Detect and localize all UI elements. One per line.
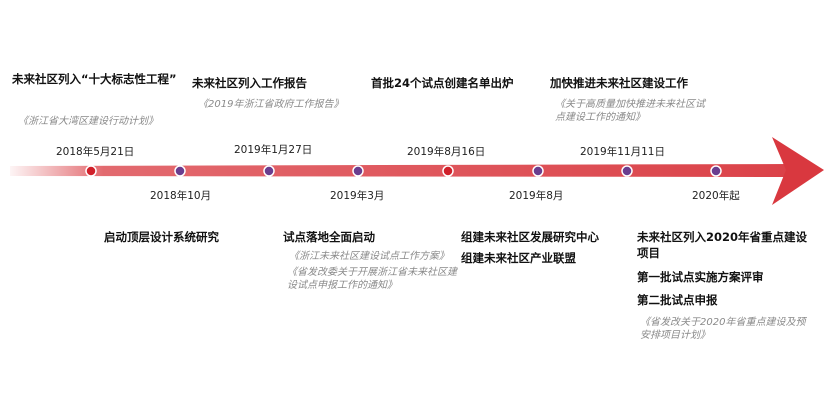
event-2019-08-alliance: 组建未来社区产业联盟 — [461, 251, 576, 265]
timeline-dot-2 — [263, 165, 275, 177]
doc-2019-01-27: 《2019年浙江省政府工作报告》 — [198, 99, 344, 110]
arrow-head — [772, 137, 824, 205]
event-2018-05-21-line1: 未来社区列入“十大标志性工程” — [12, 72, 177, 86]
date-2019-03: 2019年3月 — [330, 190, 385, 202]
doc-2018-05-21: 《浙江省大湾区建设行动计划》 — [18, 116, 158, 127]
timeline-dot-5 — [532, 165, 544, 177]
doc-2019-11-11: 《关于高质量加快推进未来社区试点建设工作的通知》 — [555, 99, 705, 123]
event-2020-second-batch: 第二批试点申报 — [637, 293, 718, 307]
event-2020-key-project: 未来社区列入2020年省重点建设项目 — [637, 230, 808, 260]
arrow-shaft — [10, 164, 790, 177]
date-2019-08: 2019年8月 — [509, 190, 564, 202]
event-2019-01-27: 未来社区列入工作报告 — [192, 76, 307, 90]
doc-2020: 《省发改关于2020年省重点建设及预安排项目计划》 — [640, 317, 806, 341]
date-2018-05-21: 2018年5月21日 — [56, 146, 135, 158]
timeline-dot-6 — [621, 165, 633, 177]
doc-2019-03-plan: 《浙江未来社区建设试点工作方案》 — [289, 251, 449, 262]
event-2019-08-16: 首批24个试点创建名单出炉 — [371, 76, 514, 90]
doc-2019-03-notice: 《省发改委关于开展浙江省未来社区建设试点申报工作的通知》 — [287, 267, 457, 291]
date-2019-08-16: 2019年8月16日 — [407, 146, 486, 158]
date-2019-01-27: 2019年1月27日 — [234, 144, 313, 156]
event-2019-11-11: 加快推进未来社区建设工作 — [550, 76, 688, 90]
timeline-dot-3 — [352, 165, 364, 177]
date-2018-10: 2018年10月 — [150, 190, 212, 202]
timeline-dot-7 — [710, 165, 722, 177]
event-2019-03: 试点落地全面启动 — [283, 230, 375, 244]
event-2020-first-batch: 第一批试点实施方案评审 — [637, 270, 764, 284]
event-2018-10: 启动顶层设计系统研究 — [104, 230, 219, 244]
timeline-dot-0 — [85, 165, 97, 177]
date-2020: 2020年起 — [692, 190, 740, 202]
event-2019-08-center: 组建未来社区发展研究中心 — [461, 230, 599, 244]
timeline-dot-4 — [442, 165, 454, 177]
date-2019-11-11: 2019年11月11日 — [580, 146, 665, 158]
timeline-dot-1 — [174, 165, 186, 177]
